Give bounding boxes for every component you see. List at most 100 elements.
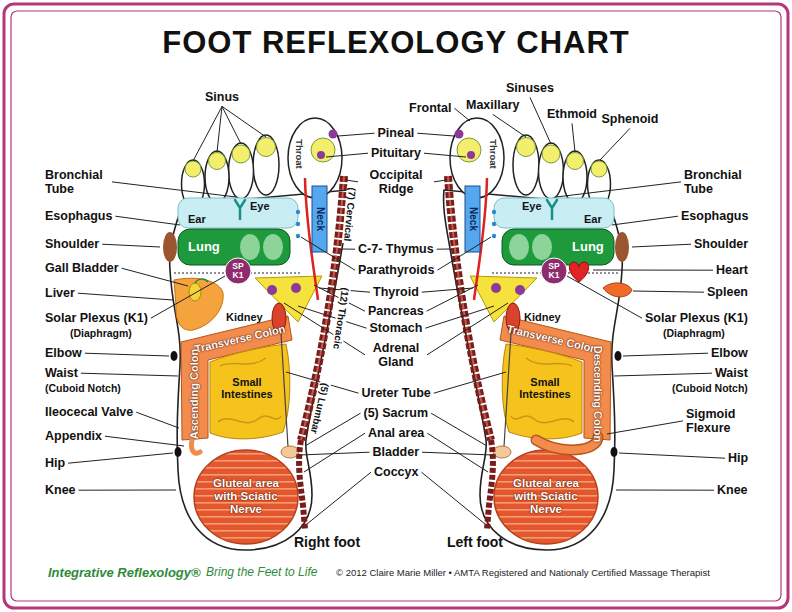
node-text: SP K1 [546, 262, 562, 280]
ureter-line [281, 333, 288, 447]
colon-zone: Transverse Colon [190, 326, 290, 352]
part-label: (Diaphragm) [663, 327, 725, 339]
part-label: Bladder [373, 445, 420, 459]
toe [229, 143, 254, 199]
part-label: Stomach [370, 321, 423, 335]
leader-line [222, 106, 241, 144]
neck-bar: Neck [465, 186, 480, 252]
node-text: Small Intestines [214, 376, 280, 401]
leader-line [633, 291, 704, 292]
node-text: Ascending Colon [188, 349, 201, 439]
colon-zone: Transverse Colon [502, 326, 602, 352]
parathyroid-dot [296, 234, 300, 238]
part-label: Pineal [378, 126, 415, 140]
part-label: Frontal [409, 101, 451, 115]
part-label: Shoulder [694, 237, 748, 251]
part-label: Esophagus [681, 209, 748, 223]
part-label: (Diaphragm) [70, 327, 132, 339]
leader-line [572, 123, 575, 152]
leader-line [619, 453, 725, 458]
node-text: SP K1 [230, 262, 246, 280]
leader-line [417, 133, 454, 136]
intestine-zone: Small Intestines [214, 370, 280, 406]
leader-line [307, 472, 371, 524]
intestine-coil [218, 416, 281, 423]
part-label: Solar Plexus (K1) [645, 311, 748, 325]
node-text: Throat [488, 139, 499, 169]
part-label: Waist [715, 366, 748, 380]
leader-line [222, 106, 266, 137]
node-text: Small Intestines [512, 376, 578, 401]
node-text: Lung [572, 240, 604, 255]
lung-zone: Lung [502, 229, 614, 265]
leader-line [556, 182, 681, 197]
lung-zone: Lung [178, 229, 290, 265]
leader-line [326, 153, 368, 157]
leader-line [81, 373, 178, 376]
node-text: Descending Colon [592, 346, 605, 443]
outer-frame [4, 4, 788, 608]
part-label: Liver [45, 286, 75, 300]
part-label: Waist [45, 366, 78, 380]
part-label: Bronchial Tube [684, 168, 748, 197]
solar-plexus-point [225, 258, 251, 284]
part-label: © 2012 Claire Marie Miller • AMTA Regist… [336, 568, 710, 579]
liver-zone [174, 278, 223, 330]
part-label: Integrative Reflexology® [48, 566, 201, 581]
part-label: Parathyroids [358, 263, 434, 277]
solar-plexus-point: SP K1 [225, 258, 251, 284]
part-label: Knee [717, 483, 748, 497]
sinus-point [185, 161, 201, 177]
node-text: Gluteal area with Sciatic Nerve [504, 477, 588, 517]
part-label: (5) Sacrum [364, 406, 429, 420]
node-text: Neck [314, 207, 326, 231]
pituitary-dot [317, 151, 325, 159]
spine-label: (5) Lumbar [308, 380, 331, 437]
intestine-coil [220, 358, 266, 366]
part-label: Elbow [711, 346, 748, 360]
shoulder-zone [163, 232, 177, 262]
node-text: Transverse Colon [194, 322, 287, 355]
part-label: Elbow [45, 346, 82, 360]
colon-zone: Descending Colon [584, 348, 612, 440]
part-label: Right foot [294, 534, 360, 550]
bile-duct [195, 279, 208, 283]
part-label: Bring the Feet to Life [206, 566, 317, 580]
node-text: Gluteal area with Sciatic Nerve [204, 477, 288, 517]
pancreas-zone [255, 276, 322, 322]
leader-line [437, 249, 450, 250]
leader-line [85, 353, 169, 356]
elbow-dot [171, 351, 178, 361]
leader-line [122, 268, 188, 286]
stomach-dot [291, 283, 301, 293]
part-label: Heart [716, 263, 748, 277]
part-label: Anal area [368, 426, 424, 440]
leader-line [607, 421, 683, 434]
node-text: Throat [294, 139, 305, 169]
part-label: Sigmoid Flexure [686, 407, 748, 436]
appendix [191, 440, 200, 453]
sinus-point [209, 153, 226, 170]
gall-bladder [189, 283, 201, 301]
node-text: Ear [584, 213, 602, 226]
leader-line [425, 306, 494, 328]
chart-title: FOOT REFLEXOLOGY CHART [0, 26, 792, 60]
leader-line [151, 276, 225, 318]
leader-line [421, 472, 485, 524]
leader-line [193, 106, 222, 161]
solar-plexus-point: SP K1 [541, 258, 567, 284]
leader-line [434, 372, 506, 393]
inner-frame [11, 11, 781, 601]
stomach-dot [267, 285, 277, 295]
part-label: Ileocecal Valve [45, 405, 133, 419]
sigmoid-outline [536, 437, 598, 450]
node-text: Ear [188, 213, 206, 226]
hip-dot [175, 447, 182, 457]
node-text: Eye [250, 200, 270, 213]
leader-line [616, 490, 714, 491]
leader-line [68, 453, 173, 463]
leader-line [567, 276, 642, 318]
lung-lobe [240, 234, 260, 260]
sigmoid-colon [536, 437, 598, 450]
